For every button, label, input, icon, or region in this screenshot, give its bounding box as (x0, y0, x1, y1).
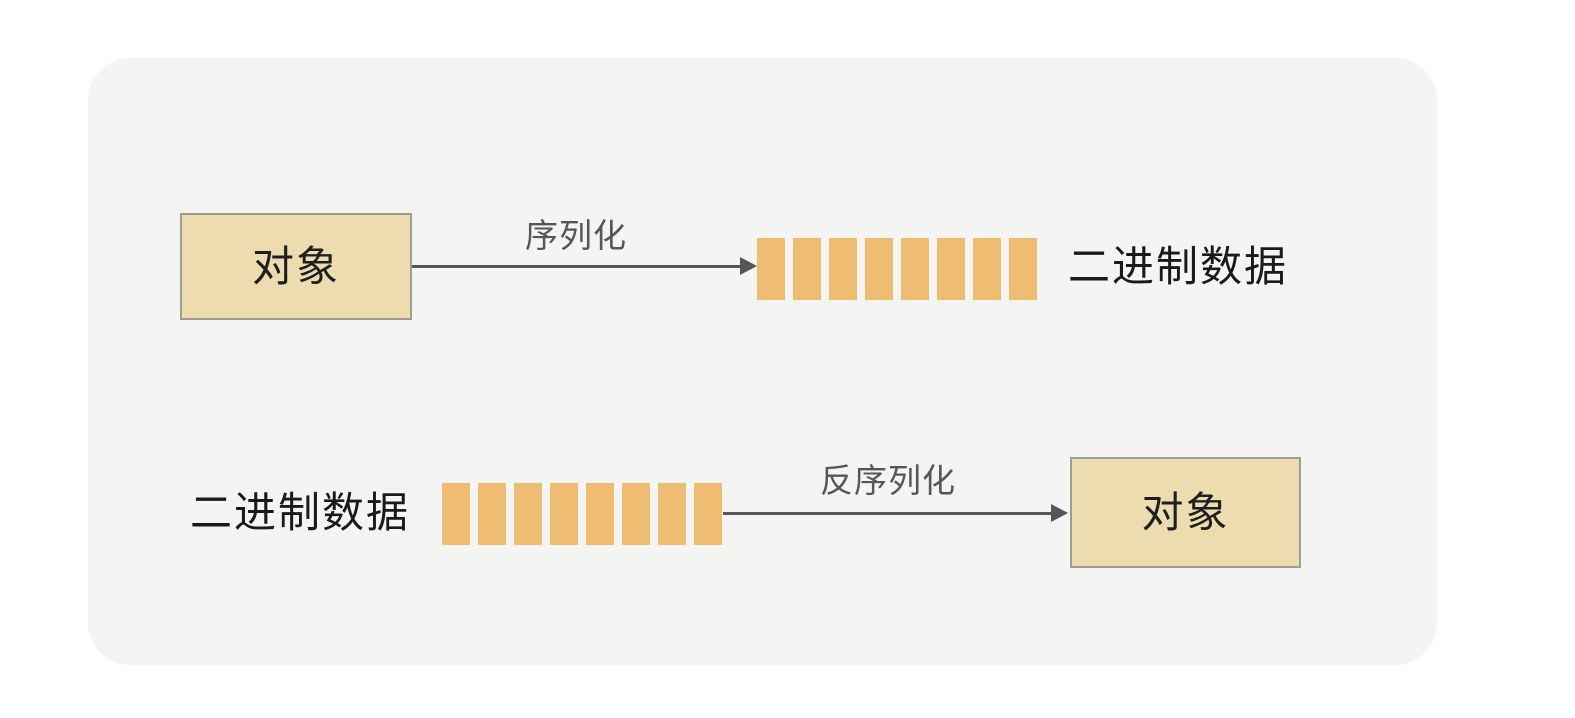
binary-bar (622, 483, 650, 545)
arrow-head (1051, 504, 1068, 522)
binary-bar (1009, 238, 1037, 300)
binary-bar (658, 483, 686, 545)
arrow-line (412, 265, 742, 268)
binary-data-label-bottom: 二进制数据 (190, 489, 411, 536)
arrow-head (740, 257, 757, 275)
binary-bar (586, 483, 614, 545)
binary-bar (757, 238, 785, 300)
binary-bar (901, 238, 929, 300)
binary-bars-source (442, 483, 722, 545)
diagram-panel (88, 58, 1437, 665)
binary-bars-target (757, 238, 1037, 300)
binary-bar (793, 238, 821, 300)
arrow-line (723, 512, 1053, 515)
object-box-target: 对象 (1070, 457, 1301, 568)
deserialization-caption: 反序列化 (820, 462, 956, 499)
binary-bar (442, 483, 470, 545)
binary-bar (973, 238, 1001, 300)
arrow-right-icon-serialization (412, 255, 757, 279)
serialization-caption: 序列化 (525, 217, 627, 254)
binary-bar (937, 238, 965, 300)
binary-bar (865, 238, 893, 300)
object-box-source-label: 对象 (251, 242, 340, 290)
binary-bar (829, 238, 857, 300)
object-box-source: 对象 (180, 213, 412, 320)
binary-bar (694, 483, 722, 545)
arrow-right-icon-deserialization (723, 502, 1070, 526)
binary-bar (514, 483, 542, 545)
binary-bar (550, 483, 578, 545)
binary-bar (478, 483, 506, 545)
object-box-target-label: 对象 (1141, 488, 1230, 536)
binary-data-label-top: 二进制数据 (1068, 243, 1289, 290)
